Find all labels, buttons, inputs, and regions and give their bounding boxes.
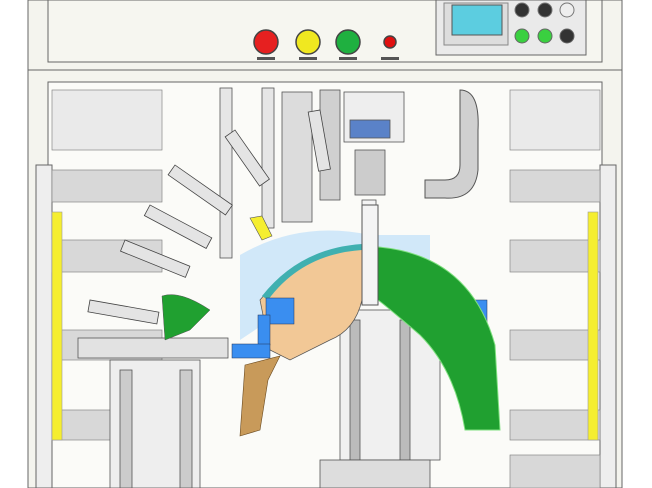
control-panel [435, 0, 587, 56]
light-label-plate [299, 57, 317, 60]
light-label-plate [339, 57, 357, 60]
yellow-light-icon [295, 29, 321, 55]
light-label-plate [257, 57, 275, 60]
black-button[interactable] [559, 28, 575, 44]
emergency-knob-icon[interactable] [559, 2, 575, 18]
panel-buttons [514, 28, 575, 44]
cable-hose [424, 89, 479, 199]
selector-switches [514, 2, 575, 18]
right-yellow-bar [587, 211, 599, 441]
angled-cylinders [87, 109, 331, 325]
hmi-screen[interactable] [451, 4, 503, 36]
vertical-mechanism [77, 87, 441, 488]
green-button-1[interactable] [514, 28, 530, 44]
light-label-plate [381, 57, 399, 60]
brown-part [239, 355, 281, 437]
selector-switch-1-icon[interactable] [514, 2, 530, 18]
yellow-guard [249, 215, 273, 241]
left-yellow-bar [51, 211, 63, 441]
indicator-lights [253, 29, 399, 60]
teal-ring [262, 244, 362, 300]
green-left-part [161, 294, 211, 341]
red-light-icon [253, 29, 279, 55]
selector-switch-2-icon[interactable] [537, 2, 553, 18]
green-curved-part [377, 246, 501, 431]
small-red-light-icon [383, 35, 397, 49]
center-clamp [361, 204, 379, 306]
green-light-icon [335, 29, 361, 55]
green-button-2[interactable] [537, 28, 553, 44]
